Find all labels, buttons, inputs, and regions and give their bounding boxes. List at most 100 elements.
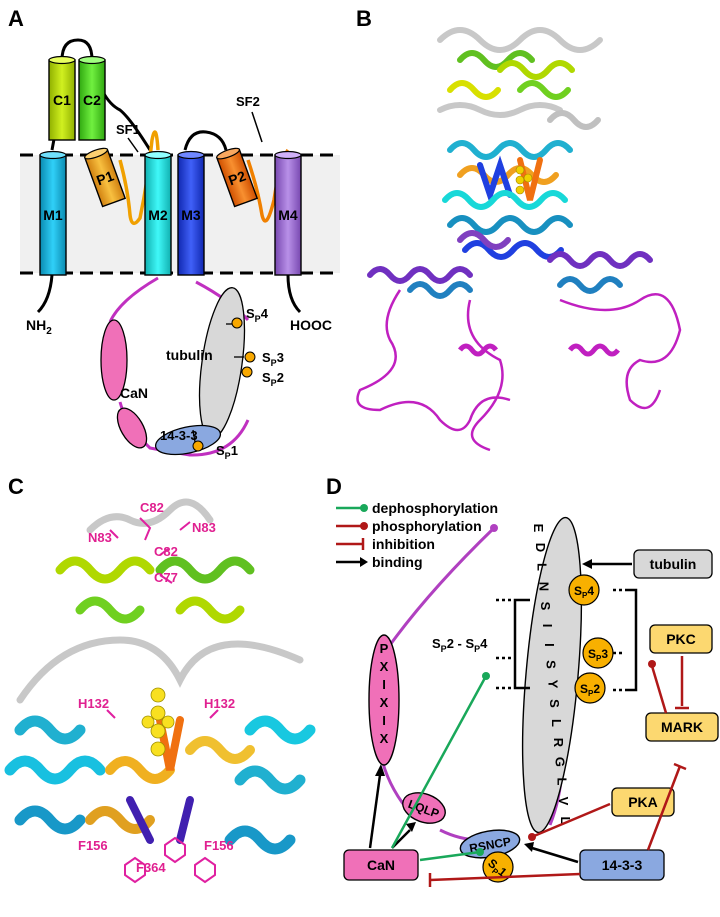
svg-text:SP4: SP4 <box>246 306 269 324</box>
helix-c2: C2 <box>78 55 106 141</box>
legend-phosphorylation: phosphorylation <box>336 518 482 534</box>
residue-h132-left: H132 <box>78 696 109 711</box>
helix-c1: C1 <box>48 55 76 141</box>
pathway-sp3: SP3 <box>582 637 614 669</box>
site-sp2: SP2 <box>241 366 284 388</box>
helix-m4: M4 <box>274 150 302 276</box>
site-sp3: SP3 <box>234 350 284 368</box>
motif-long-letter: R <box>551 738 566 748</box>
svg-text:X: X <box>380 695 389 710</box>
motif-long-letter: S <box>538 602 553 611</box>
helix-m3: M3 <box>177 150 205 276</box>
svg-text:M3: M3 <box>181 207 201 223</box>
motif-long-letter: D <box>533 543 548 552</box>
svg-text:binding: binding <box>372 554 423 570</box>
motif-long-letter: E <box>531 524 546 533</box>
panel-label-b: B <box>356 6 372 31</box>
box-pka: PKA <box>611 787 675 817</box>
svg-text:PKC: PKC <box>666 631 696 647</box>
residue-h132-right: H132 <box>204 696 235 711</box>
tubulin-region <box>198 287 246 439</box>
panel-label-c: C <box>8 474 24 499</box>
residue-n83-right: N83 <box>192 520 216 535</box>
svg-text:SP3: SP3 <box>588 647 608 663</box>
svg-text:P2: P2 <box>226 167 248 188</box>
residue-f364: F364 <box>136 860 166 875</box>
site-sp1: SP1 <box>192 429 238 461</box>
svg-text:PKA: PKA <box>628 794 658 810</box>
svg-text:X: X <box>380 659 389 674</box>
can-region-lower <box>116 407 148 449</box>
svg-text:tubulin: tubulin <box>650 556 697 572</box>
svg-text:SP2: SP2 <box>262 370 284 388</box>
sp-range-label: SP2 - SP4 <box>432 636 488 654</box>
legend-inhibition: inhibition <box>336 536 435 552</box>
motif-long-letter: G <box>553 757 568 767</box>
motif-lqlp <box>402 792 446 824</box>
pathway-sp1: SP1 <box>482 851 514 883</box>
svg-text:phosphorylation: phosphorylation <box>372 518 482 534</box>
residue-c82-mid: C82 <box>154 544 178 559</box>
label-can: CaN <box>120 385 148 401</box>
box-can: CaN <box>343 849 419 881</box>
panel-label-d: D <box>326 474 342 499</box>
legend: dephosphorylation phosphorylation inhibi… <box>336 500 498 570</box>
residue-f156-left: F156 <box>78 838 108 853</box>
motif-long-gray <box>521 516 583 834</box>
svg-text:C2: C2 <box>83 92 101 108</box>
svg-text:SP2: SP2 <box>580 682 600 698</box>
label-sf2: SF2 <box>236 94 260 109</box>
motif-long-letter: L <box>535 563 550 571</box>
motif-long-letter: I <box>542 643 557 647</box>
svg-text:M1: M1 <box>43 207 63 223</box>
motif-long-letter: V <box>556 797 571 806</box>
structure-closeup: C82 N83 N83 C82 C77 H132 H132 F156 F364 … <box>4 498 316 884</box>
svg-text:M2: M2 <box>148 207 168 223</box>
svg-text:SP4: SP4 <box>574 584 594 600</box>
box-mark: MARK <box>645 712 719 742</box>
motif-long-letter: L <box>558 817 573 825</box>
svg-text:14-3-3: 14-3-3 <box>602 857 643 873</box>
motif-pxixit <box>368 634 400 766</box>
svg-text:MARK: MARK <box>661 719 703 735</box>
svg-text:X: X <box>380 731 389 746</box>
label-sf1: SF1 <box>116 122 140 137</box>
residue-f156-right: F156 <box>204 838 234 853</box>
box-14-3-3: 14-3-3 <box>579 849 665 881</box>
svg-text:C1: C1 <box>53 92 71 108</box>
helix-m2: M2 <box>144 150 172 276</box>
svg-text:P1: P1 <box>94 167 116 188</box>
label-tubulin: tubulin <box>166 347 213 363</box>
box-tubulin: tubulin <box>633 549 713 579</box>
box-pkc: PKC <box>649 624 713 654</box>
svg-text:P: P <box>380 641 389 656</box>
helix-p2: P2 <box>215 147 259 208</box>
residue-c82-top: C82 <box>140 500 164 515</box>
pathway-sp4: SP4 <box>568 574 600 606</box>
helix-p1: P1 <box>83 147 127 208</box>
panel-label-a: A <box>8 6 24 31</box>
motif-long-letter: L <box>554 778 569 786</box>
svg-text:dephosphorylation: dephosphorylation <box>372 500 498 516</box>
svg-text:inhibition: inhibition <box>372 536 435 552</box>
n-terminus: NH2 <box>26 317 52 337</box>
svg-text:I: I <box>382 713 386 728</box>
topology-diagram: M1 M2 M3 M4 C1 C2 P1 P2 SF1 SF2 <box>20 38 340 461</box>
residue-c77: C77 <box>154 570 178 585</box>
can-region-upper <box>100 319 128 401</box>
svg-text:SP3: SP3 <box>262 350 284 368</box>
svg-text:I: I <box>382 677 386 692</box>
regulation-pathway: dephosphorylation phosphorylation inhibi… <box>336 500 719 887</box>
svg-text:M4: M4 <box>278 207 298 223</box>
svg-text:SP1: SP1 <box>216 443 238 461</box>
helix-m1: M1 <box>39 150 67 276</box>
region-14-3-3 <box>154 424 222 456</box>
motif-long-letter: I <box>540 624 555 628</box>
pathway-sp2: SP2 <box>574 672 606 704</box>
motif-long-letter: L <box>549 719 564 727</box>
motif-long-letter: N <box>536 582 551 591</box>
residue-n83-left: N83 <box>88 530 112 545</box>
motif-long-letter: S <box>544 660 559 669</box>
legend-binding: binding <box>336 554 423 570</box>
site-sp4: SP4 <box>226 306 269 329</box>
